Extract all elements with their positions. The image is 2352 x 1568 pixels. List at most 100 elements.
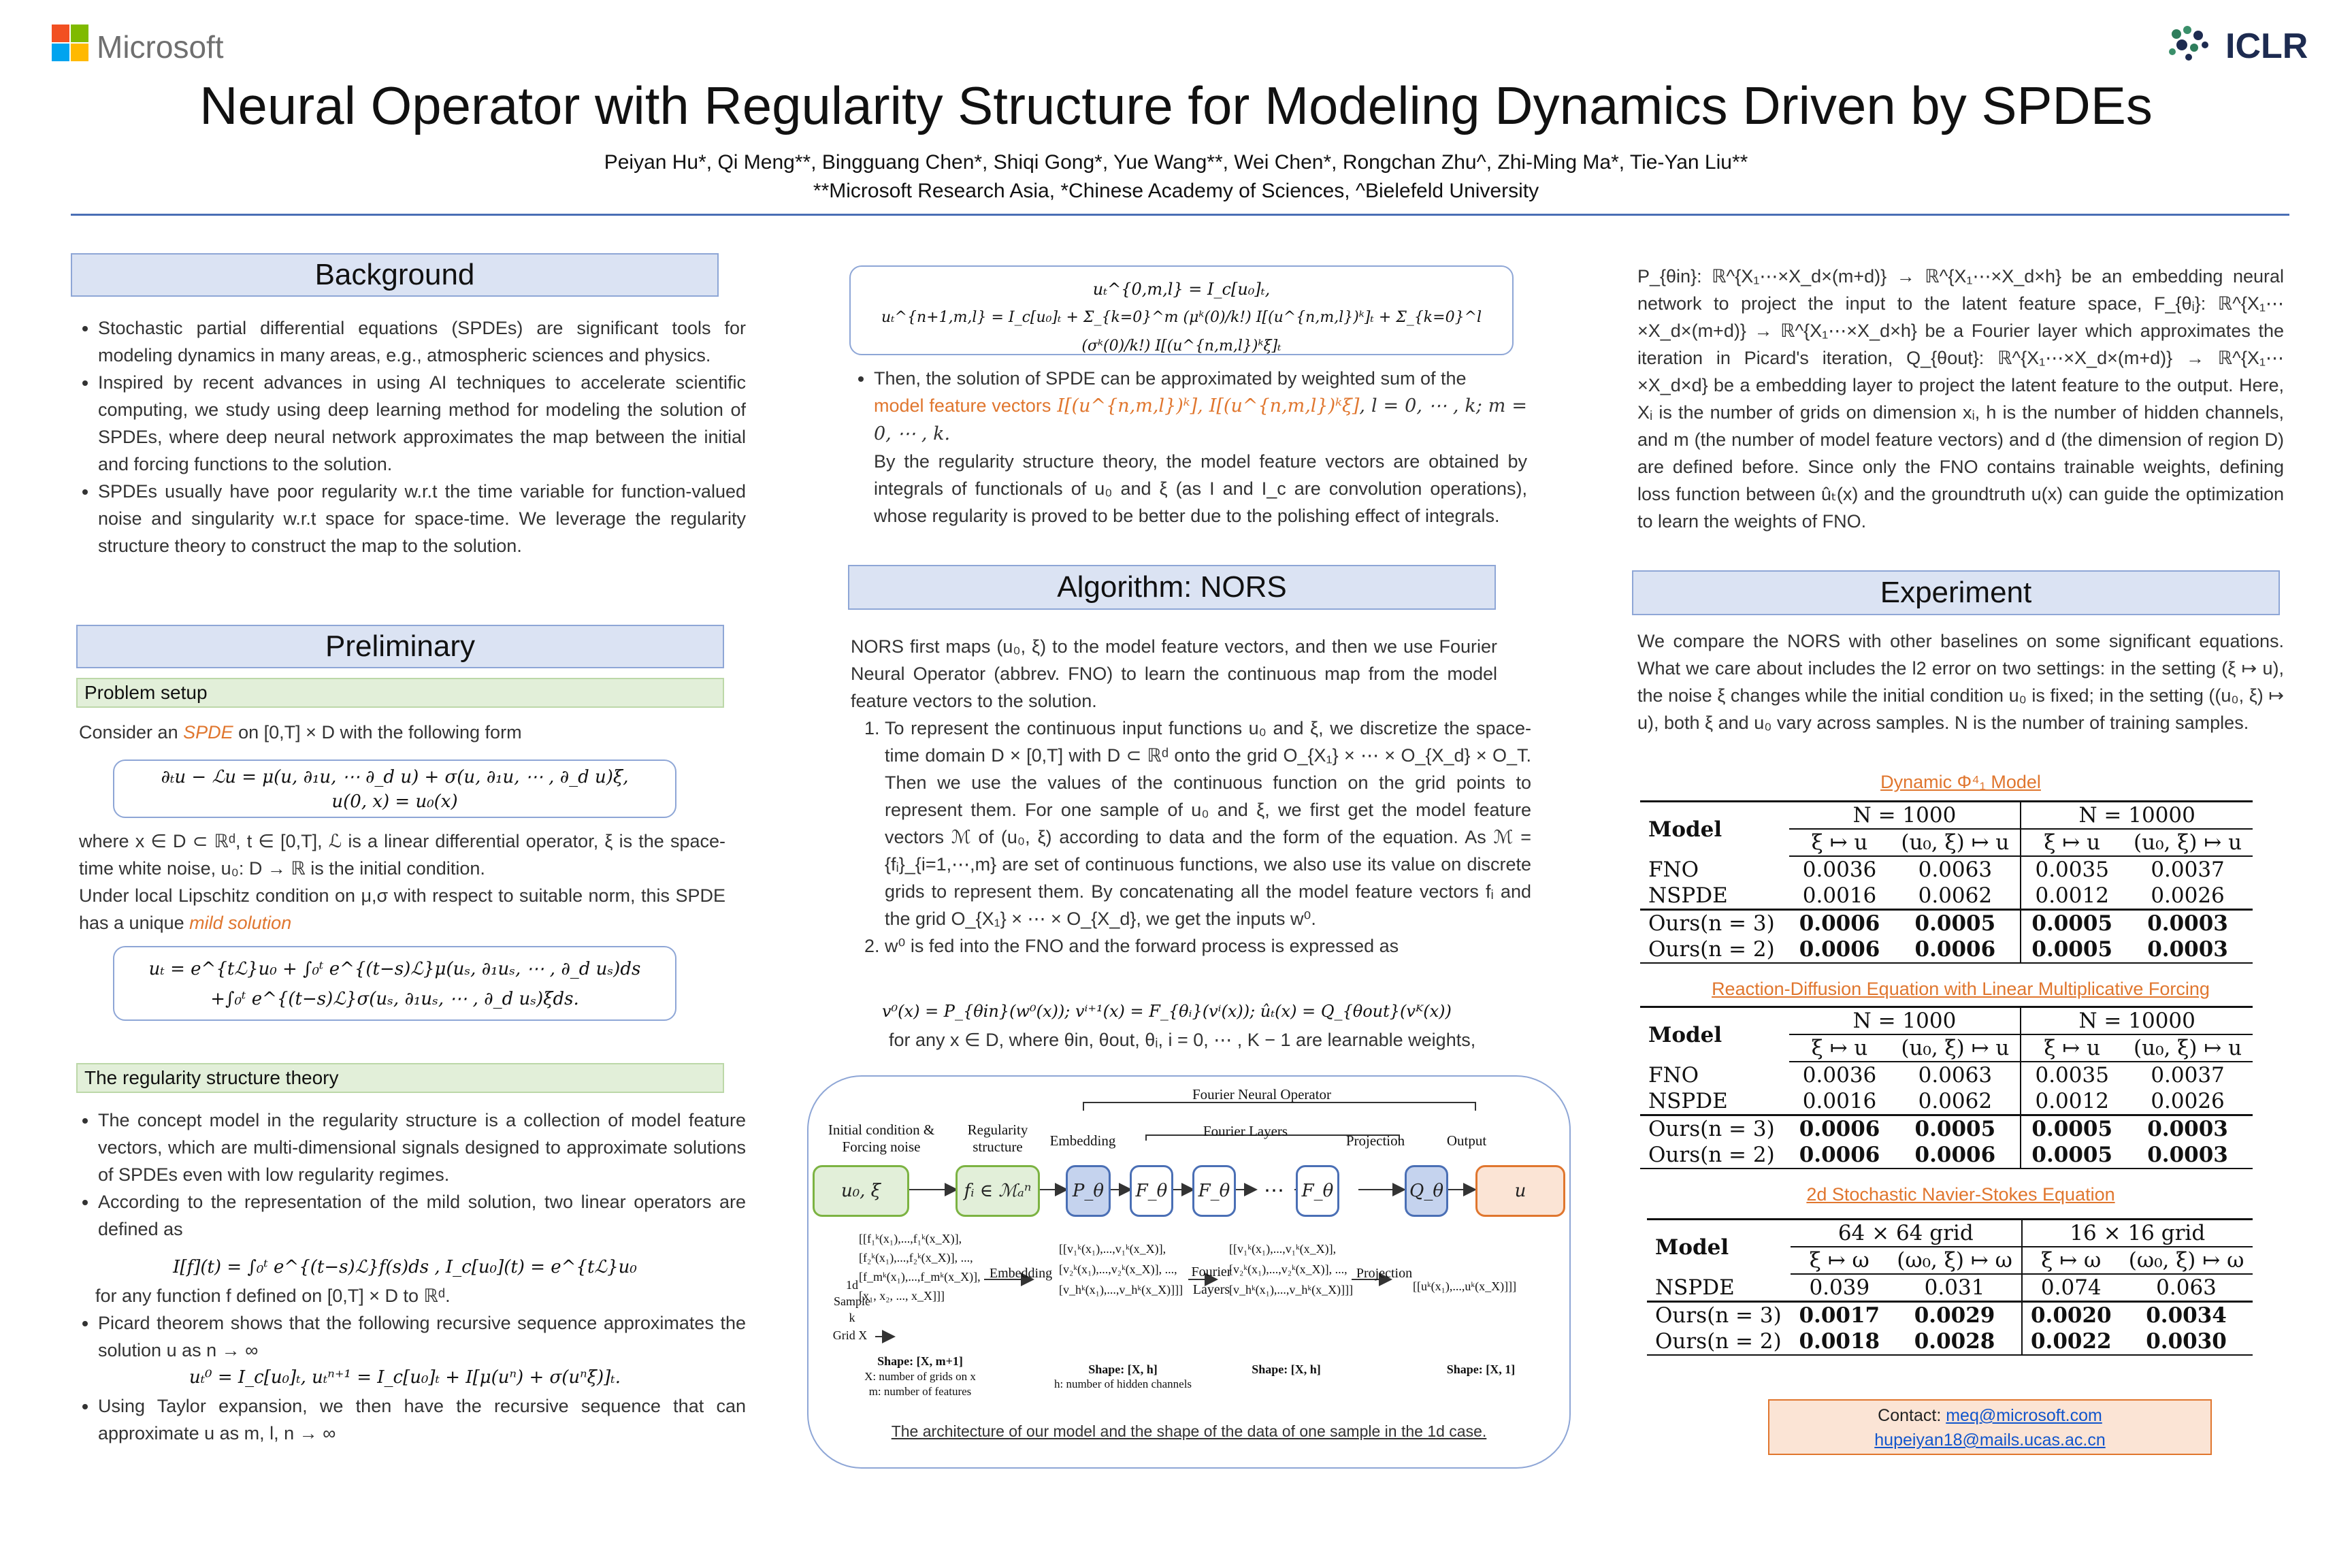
- group-header: N = 1000: [1788, 1006, 2022, 1035]
- error-value: 0.0006: [1788, 909, 1891, 936]
- column-header: ξ ↦ ω: [2021, 1247, 2121, 1275]
- experiment-heading: Experiment: [1632, 570, 2280, 615]
- column-header: (u₀, ξ) ↦ u: [1890, 1034, 2022, 1062]
- error-value: 0.0005: [2021, 1142, 2123, 1169]
- group-header: 16 × 16 grid: [2021, 1218, 2253, 1247]
- error-value: 0.0016: [1802, 883, 1877, 908]
- regularity-heading: The regularity structure theory: [76, 1063, 724, 1093]
- poster-title: Neural Operator with Regularity Structur…: [199, 76, 2153, 135]
- lipschitz-text: Under local Lipschitz condition on μ,σ w…: [79, 885, 725, 933]
- algorithm-intro: NORS first maps (u₀, ξ) to the model fea…: [851, 636, 1497, 711]
- then-post-text: By the regularity structure theory, the …: [874, 451, 1527, 526]
- spde-equation-box: ∂ₜu − ℒu = μ(u, ∂₁u, ⋯ ∂_d u) + σ(u, ∂₁u…: [113, 760, 676, 818]
- shape-hidden-2: Shape: [X, h]: [1252, 1362, 1321, 1376]
- regularity-bullet: The concept model in the regularity stru…: [98, 1107, 746, 1188]
- output-matrix: [[uᵏ(x₁),...,uᵏ(x_X)]]]: [1413, 1279, 1517, 1293]
- fourier-layers-label: Fourier Layers: [1203, 1123, 1288, 1139]
- regularity-bullet: Picard theorem shows that the following …: [98, 1309, 746, 1364]
- shape-hidden-note: h: number of hidden channels: [1054, 1377, 1192, 1390]
- group-header: N = 10000: [2021, 800, 2253, 830]
- error-value: 0.0034: [2120, 1301, 2253, 1328]
- fno-label: Fourier Neural Operator: [1192, 1086, 1332, 1102]
- mfv-math: I[(u^{n,m,l})ᵏ], I[(u^{n,m,l})ᵏξ]: [1051, 395, 1360, 416]
- contact-box: Contact: meq@microsoft.com hupeiyan18@ma…: [1768, 1399, 2212, 1455]
- consider-text: Consider an SPDE on [0,T] × D with the f…: [79, 722, 522, 742]
- column-header: (u₀, ξ) ↦ u: [2123, 1034, 2253, 1062]
- column-header: (u₀, ξ) ↦ u: [2123, 829, 2253, 857]
- background-bullet: Inspired by recent advances in using AI …: [98, 369, 746, 478]
- error-value: 0.0005: [1890, 1114, 2022, 1142]
- title-divider: [71, 214, 2289, 216]
- model-name: NSPDE: [1648, 883, 1728, 908]
- table-title: 2d Stochastic Navier-Stokes Equation: [1806, 1184, 2115, 1205]
- experiment-intro: We compare the NORS with other baselines…: [1637, 631, 2284, 733]
- model-name: FNO: [1648, 1062, 1699, 1088]
- error-value: 0.0003: [2123, 1114, 2253, 1142]
- contact-email-link[interactable]: meq@microsoft.com: [1946, 1406, 2102, 1425]
- mfv-term: model feature vectors: [874, 395, 1051, 416]
- embedding-arrow-label: Embedding: [989, 1266, 1053, 1281]
- error-value: 0.0063: [1890, 856, 2022, 883]
- taylor-list: Using Taylor expansion, we then have the…: [71, 1392, 746, 1447]
- error-value: 0.0036: [1802, 1063, 1877, 1088]
- shape-input: Shape: [X, m+1]: [877, 1354, 963, 1368]
- mild-equation-line2: +∫₀ᵗ e^{(t−s)ℒ}σ(uₛ, ∂₁uₛ, ⋯ , ∂_d uₛ)ξd…: [210, 989, 579, 1009]
- fourier-box-2: F_θ: [1192, 1165, 1236, 1217]
- error-value: 0.0035: [2035, 858, 2109, 882]
- group-header: N = 1000: [1788, 800, 2022, 830]
- error-value: 0.0012: [2035, 883, 2109, 908]
- picard-equation: uₜ⁰ = I_c[u₀]ₜ, uₜⁿ⁺¹ = I_c[u₀]ₜ + I[μ(u…: [189, 1367, 621, 1388]
- spde-equation-line2: u(0, x) = u₀(x): [331, 791, 458, 812]
- column-header: (ω₀, ξ) ↦ ω: [2120, 1247, 2253, 1275]
- column-header: ξ ↦ u: [2021, 829, 2123, 857]
- error-value: 0.0035: [2035, 1063, 2109, 1088]
- author-list: Peiyan Hu*, Qi Meng**, Bingguang Chen*, …: [604, 151, 1748, 174]
- mild-solution-term: mild solution: [189, 913, 292, 933]
- col-projection-label: Projection: [1345, 1132, 1405, 1149]
- error-value: 0.0018: [1791, 1328, 1889, 1356]
- mild-solution-box: uₜ = e^{tℒ}u₀ + ∫₀ᵗ e^{(t−s)ℒ}μ(uₛ, ∂₁uₛ…: [113, 946, 676, 1021]
- fourier-box-3: F_θ: [1296, 1165, 1339, 1217]
- for-any-text: for any function f defined on [0,T] × D …: [95, 1286, 451, 1306]
- model-name: Ours(n = 3): [1640, 909, 1789, 936]
- grid-x-label: Grid X: [832, 1328, 868, 1342]
- error-value: 0.0037: [2151, 858, 2225, 882]
- algorithm-heading: Algorithm: NORS: [848, 565, 1496, 610]
- group-header: N = 10000: [2021, 1006, 2253, 1035]
- background-bullet: SPDEs usually have poor regularity w.r.t…: [98, 478, 746, 559]
- table-title: Dynamic Φ⁴₁ Model: [1880, 772, 2041, 792]
- error-value: 0.0005: [2021, 936, 2123, 964]
- model-name: Ours(n = 2): [1647, 1328, 1791, 1356]
- recursive-equation-box: uₜ^{0,m,l} = I_c[u₀]ₜ, uₜ^{n+1,m,l} = I_…: [849, 265, 1514, 355]
- where-text: where x ∈ D ⊂ ℝᵈ, t ∈ [0,T], ℒ is a line…: [79, 831, 725, 879]
- then-bullet: Then, the solution of SPDE can be approx…: [874, 365, 1527, 529]
- regularity-box: fᵢ ∈ ℳₐⁿ: [956, 1165, 1040, 1217]
- error-value: 0.0029: [1888, 1301, 2023, 1328]
- model-name: Ours(n = 3): [1647, 1301, 1791, 1328]
- background-list: Stochastic partial differential equation…: [71, 314, 746, 559]
- group-header: 64 × 64 grid: [1791, 1218, 2023, 1247]
- column-header: ξ ↦ u: [2021, 1034, 2123, 1062]
- affiliations: **Microsoft Research Asia, *Chinese Acad…: [813, 180, 1539, 202]
- model-name: NSPDE: [1648, 1089, 1728, 1113]
- col-regularity-label: Regularity structure: [967, 1122, 1028, 1155]
- recursive-equation-line1: uₜ^{0,m,l} = I_c[u₀]ₜ,: [1092, 280, 1271, 299]
- error-value: 0.0017: [1791, 1301, 1889, 1328]
- model-header: Model: [1640, 1006, 1789, 1062]
- model-name: Ours(n = 2): [1640, 936, 1789, 964]
- model-name: Ours(n = 2): [1640, 1142, 1789, 1169]
- column-header: ξ ↦ ω: [1791, 1247, 1889, 1275]
- model-name: Ours(n = 3): [1640, 1114, 1789, 1142]
- contact-email-link[interactable]: hupeiyan18@mails.ucas.ac.cn: [1874, 1431, 2106, 1450]
- error-value: 0.0026: [2151, 883, 2225, 908]
- feature-matrix: [[f₁ᵏ(x₁),...,f₁ᵏ(x_X)], [f₂ᵏ(x₁),...,f₂…: [859, 1232, 981, 1303]
- mild-equation-line1: uₜ = e^{tℒ}u₀ + ∫₀ᵗ e^{(t−s)ℒ}μ(uₛ, ∂₁uₛ…: [148, 959, 641, 979]
- operator-equation: I[f](t) = ∫₀ᵗ e^{(t−s)ℒ}f(s)ds , I_c[u₀]…: [173, 1257, 637, 1277]
